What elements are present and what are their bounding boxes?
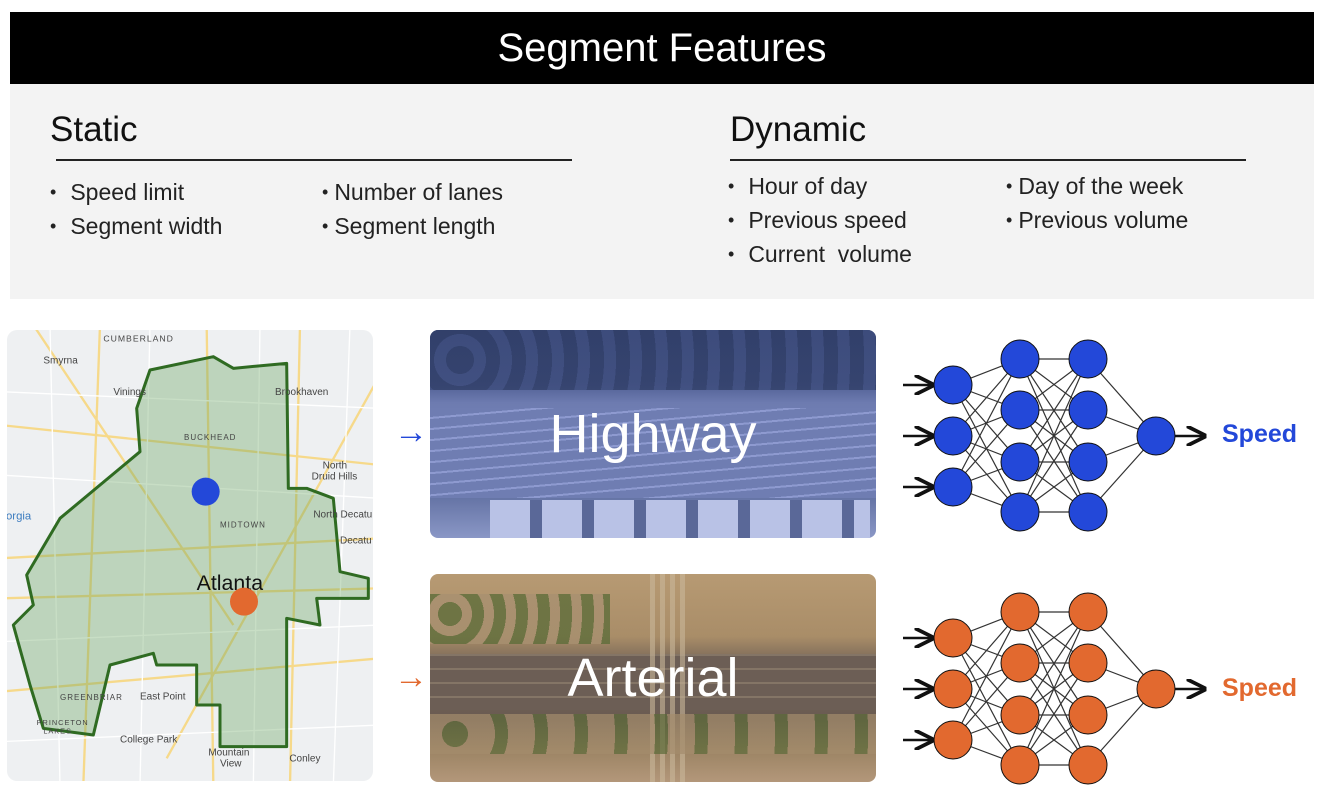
network-edge [1019,611,1089,716]
network-node [1068,695,1108,735]
highway-label: Highway [549,404,757,464]
network-edge [952,358,1021,488]
network-edge [952,611,1021,741]
map-graphic: CUMBERLAND Smyrna Vinings Brookhaven BUC… [7,330,373,781]
highway-image: Highway [430,330,876,538]
network-node [933,669,973,709]
network-node [933,416,973,456]
map-label: View [220,759,242,770]
map-label: North [323,460,347,471]
static-divider [56,159,572,161]
network-node [1000,390,1040,430]
map-label: East Point [140,691,186,702]
neural-networks [903,339,1220,785]
arterial-output-label: Speed [1222,674,1298,702]
network-node [933,618,973,658]
network-node [1068,592,1108,632]
network-edge [1019,662,1089,766]
map-label: BUCKHEAD [184,433,236,442]
static-item: Segment length [322,213,495,240]
dynamic-heading: Dynamic [730,110,867,149]
network-edge [1019,409,1089,513]
dynamic-divider [730,159,1246,161]
map-label: MIDTOWN [220,521,266,530]
map-label: PRINCETON [37,718,89,727]
map-label: College Park [120,734,178,745]
map-label: Brookhaven [275,387,328,398]
map-label: Conley [289,754,320,765]
network-node [1000,695,1040,735]
network-edge [1019,358,1089,463]
arterial-location-dot [230,587,258,616]
map-label: CUMBERLAND [103,334,174,344]
network-node [1068,745,1108,785]
static-heading: Static [50,110,138,149]
dynamic-item: Previous speed [728,207,907,234]
network-node [1068,643,1108,683]
network-node [1000,339,1040,379]
network-node [1136,669,1176,709]
highway-arrow-icon: → [394,413,428,451]
static-item: Speed limit [50,179,184,206]
map-label: GREENBRIAR [60,693,123,702]
highway-location-dot [191,477,220,506]
network-node [1000,592,1040,632]
map-labels: CUMBERLAND Smyrna Vinings Brookhaven BUC… [7,334,372,770]
network-node [933,365,973,405]
network-node [1000,745,1040,785]
network-edge [1019,358,1089,513]
network-node [1000,442,1040,482]
map-highways [7,330,373,781]
map-label: Mountain [208,748,249,759]
network-node [1068,442,1108,482]
dynamic-item: Day of the week [1006,173,1183,200]
network-node [1136,416,1176,456]
title-bar: Segment Features [10,12,1314,84]
network-node [1068,339,1108,379]
network-node [1068,390,1108,430]
atlanta-map: CUMBERLAND Smyrna Vinings Brookhaven BUC… [7,330,373,781]
static-item: Number of lanes [322,179,503,206]
network-node [933,467,973,507]
map-label: Smyrna [43,355,78,366]
network-edge [1019,611,1089,766]
arterial-image: Arterial [430,574,876,782]
map-label: Vinings [113,387,146,398]
city-boundary [11,355,370,749]
dynamic-item: Previous volume [1006,207,1188,234]
network-node [1000,492,1040,532]
map-label: orgia [7,510,32,522]
network-node [1000,643,1040,683]
page-title: Segment Features [497,25,827,70]
arterial-label: Arterial [567,648,739,708]
arterial-arrow-icon: → [394,658,428,696]
dynamic-item: Hour of day [728,173,867,200]
map-label: Decatu [340,535,372,546]
map-streets [7,330,373,781]
network-node [1068,492,1108,532]
map-label: LAKES [43,726,72,735]
features-panel: Static Speed limit Segment width Number … [10,84,1314,299]
network-node [933,720,973,760]
dynamic-item: Current volume [728,241,912,268]
highway-output-label: Speed [1222,420,1298,448]
static-item: Segment width [50,213,222,240]
map-label: North Decatu [313,510,372,521]
map-label: Druid Hills [312,471,358,482]
